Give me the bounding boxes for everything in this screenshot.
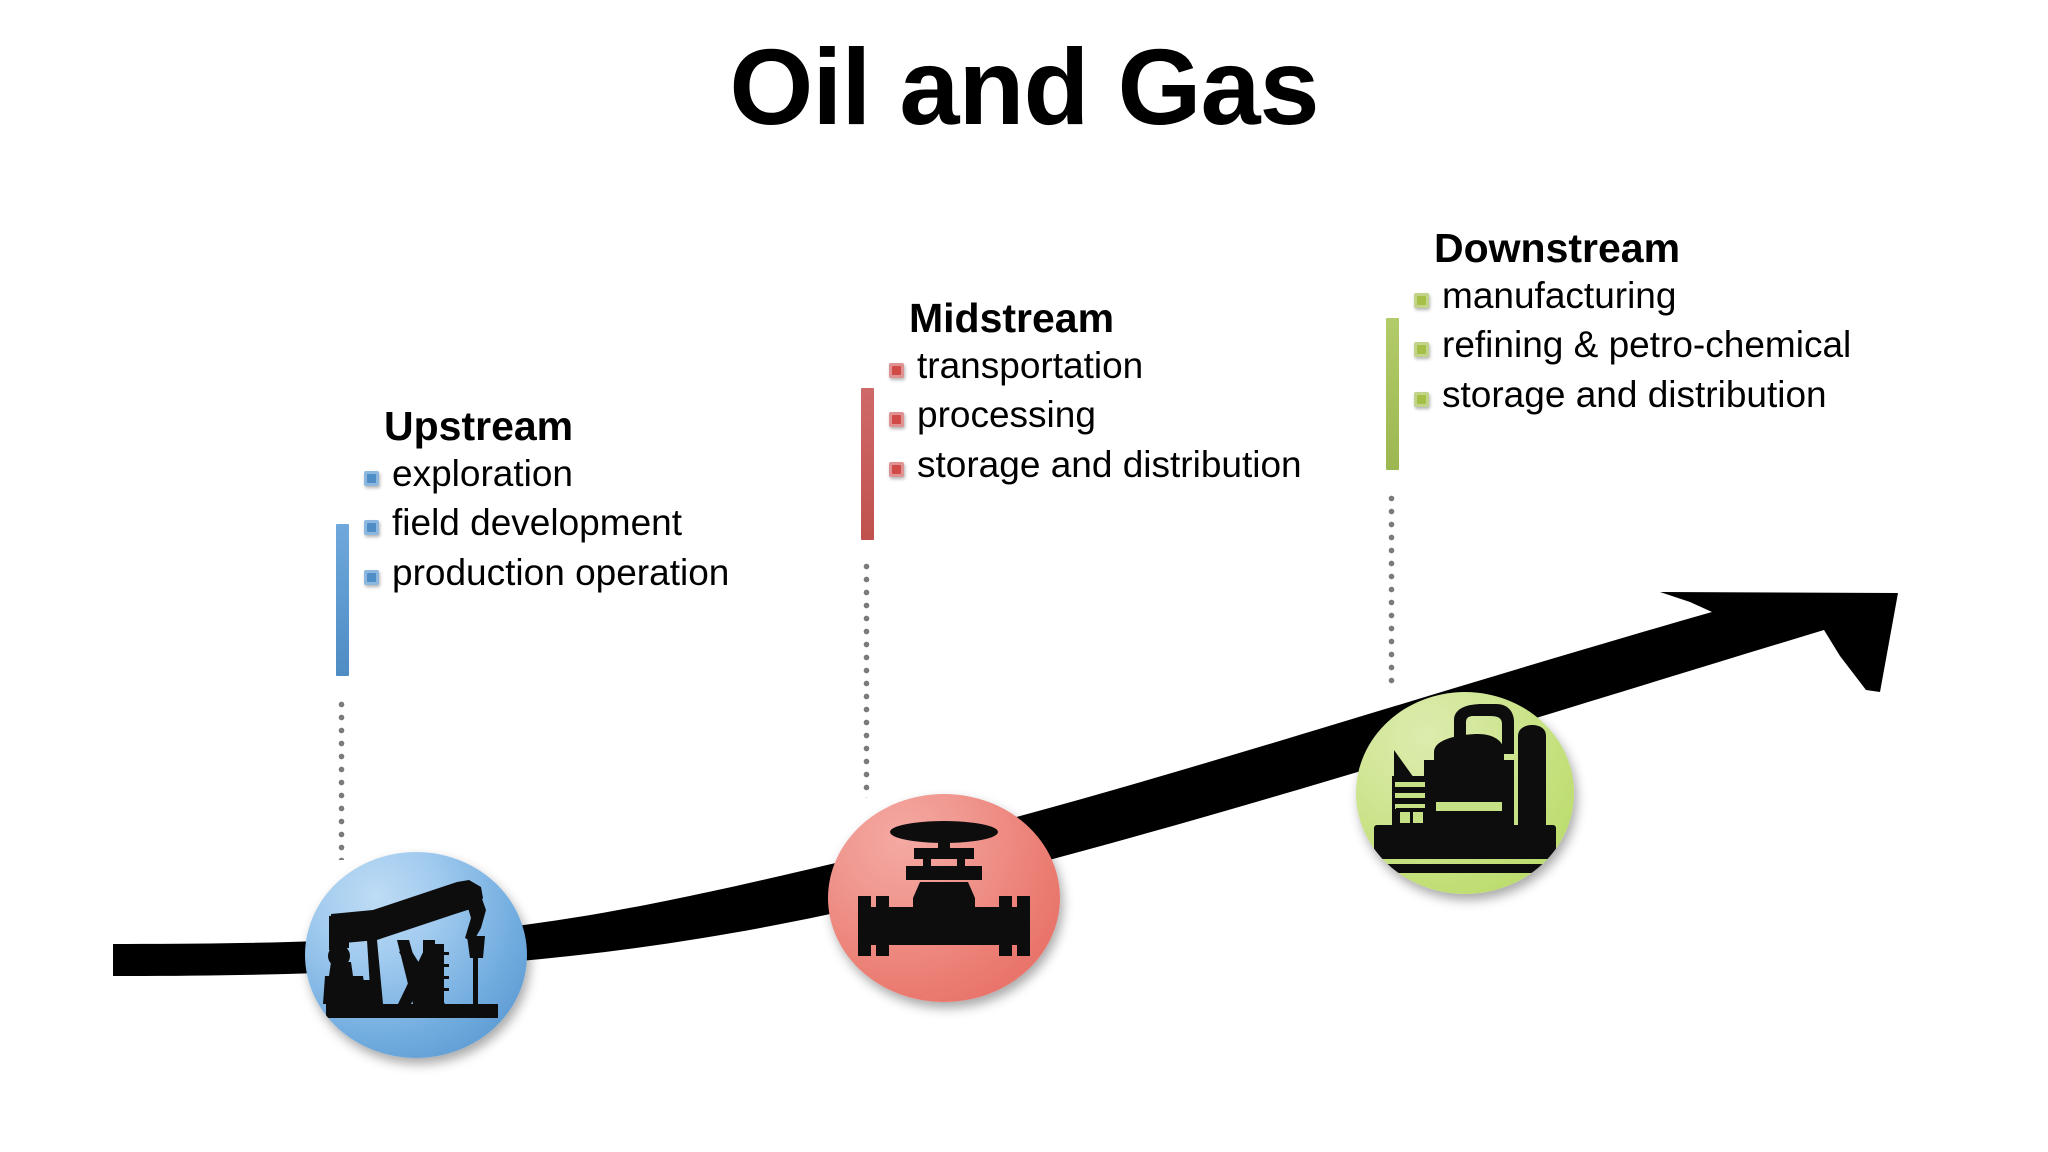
list-item-label: storage and distribution <box>1442 373 1827 415</box>
list-item-label: transportation <box>917 344 1144 386</box>
accent-bar-midstream <box>861 388 874 540</box>
bullet-square-icon <box>1414 391 1429 407</box>
oil-pumpjack-icon <box>323 880 498 1018</box>
accent-bar-downstream <box>1386 318 1399 470</box>
list-item-label: storage and distribution <box>917 443 1302 485</box>
bullet-square-icon <box>1414 292 1429 308</box>
list-item-label: manufacturing <box>1442 274 1677 316</box>
refinery-plant-icon <box>1374 704 1556 873</box>
list-item-label: field development <box>392 502 683 544</box>
bullet-square-icon <box>364 569 379 585</box>
list-item: refining & petro-chemical <box>1412 324 1851 373</box>
page-title: Oil and Gas <box>729 26 1319 147</box>
bullet-square-icon <box>889 461 904 477</box>
bullet-square-icon <box>1414 342 1429 358</box>
list-item-label: processing <box>917 394 1096 436</box>
stage-block-downstream: Downstream manufacturing refining & petr… <box>1412 225 1851 423</box>
stage-heading-downstream: Downstream <box>1434 225 1681 271</box>
connector-upstream <box>337 698 346 860</box>
stage-circle-upstream <box>305 852 527 1058</box>
stage-list-upstream: exploration field development production… <box>362 453 729 601</box>
list-item: processing <box>887 394 1302 443</box>
stage-heading-midstream: Midstream <box>909 295 1115 341</box>
connector-midstream <box>862 560 871 798</box>
list-item: production operation <box>362 552 729 601</box>
list-item-label: refining & petro-chemical <box>1442 324 1852 366</box>
list-item-label: exploration <box>392 452 574 494</box>
stage-heading-upstream: Upstream <box>384 403 574 449</box>
pipeline-valve-icon <box>858 821 1030 956</box>
bullet-square-icon <box>889 412 904 428</box>
list-item: manufacturing <box>1412 275 1851 324</box>
stage-block-midstream: Midstream transportation processing stor… <box>887 295 1302 493</box>
stage-list-downstream: manufacturing refining & petro-chemical … <box>1412 275 1851 423</box>
stage-circle-downstream <box>1356 692 1574 894</box>
bullet-square-icon <box>889 362 904 378</box>
bullet-square-icon <box>364 520 379 536</box>
list-item-label: production operation <box>392 551 730 593</box>
list-item: exploration <box>362 453 729 502</box>
list-item: field development <box>362 502 729 551</box>
stage-circle-midstream <box>828 794 1060 1002</box>
stage-list-midstream: transportation processing storage and di… <box>887 345 1302 493</box>
list-item: storage and distribution <box>887 444 1302 493</box>
stage-block-upstream: Upstream exploration field development p… <box>362 403 729 601</box>
accent-bar-upstream <box>336 524 349 676</box>
list-item: storage and distribution <box>1412 374 1851 423</box>
connector-downstream <box>1387 492 1396 690</box>
list-item: transportation <box>887 345 1302 394</box>
bullet-square-icon <box>364 470 379 486</box>
